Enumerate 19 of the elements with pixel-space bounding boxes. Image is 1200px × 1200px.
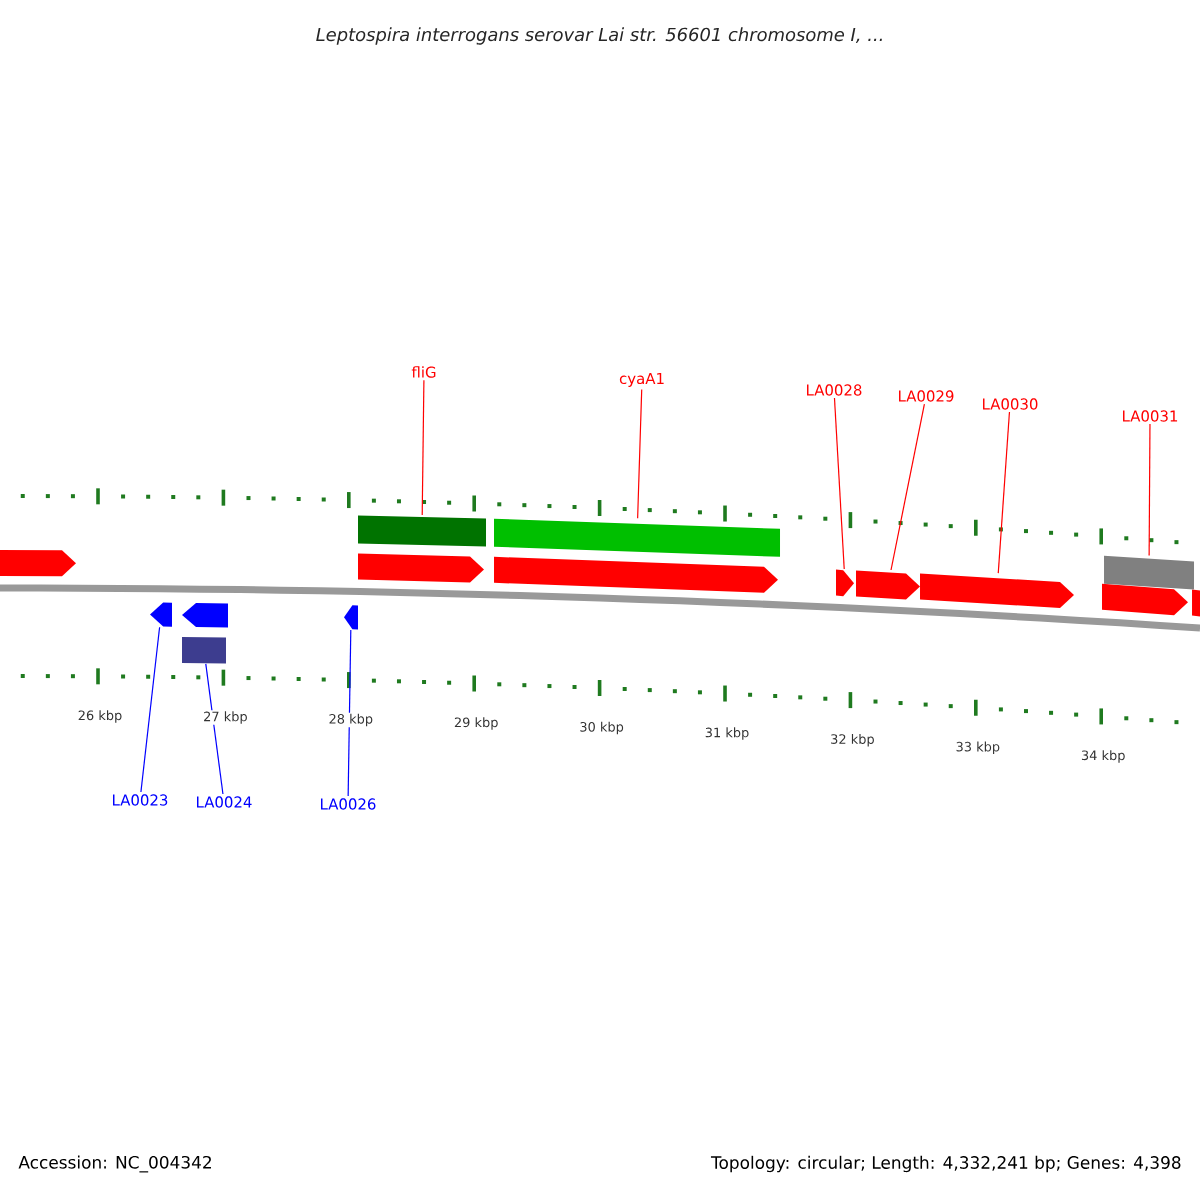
leader-line	[1148, 423, 1151, 557]
leader-line	[833, 397, 845, 570]
title: Leptospira interrogans serovar Lai str. 56601 chromosome I, ...	[316, 27, 882, 45]
gene-bar	[182, 637, 226, 664]
leader-line	[890, 403, 925, 571]
summary-text: Topology: circular; Length: 4,332,241 bp; Genes: 4,398	[710, 1155, 1181, 1173]
gene-bar	[358, 515, 486, 547]
leader-line	[637, 388, 643, 519]
gene-block	[150, 602, 172, 627]
gene-block	[836, 569, 854, 597]
leader-line	[140, 626, 161, 793]
leader-line	[205, 663, 224, 795]
gene-bar	[1104, 555, 1194, 590]
gene-bar	[494, 518, 780, 557]
leader-line	[997, 411, 1011, 574]
gene-block	[344, 605, 358, 630]
leader-line	[421, 379, 425, 516]
leader-line	[347, 629, 352, 797]
accession-text: Accession: NC_004342	[18, 1155, 211, 1173]
